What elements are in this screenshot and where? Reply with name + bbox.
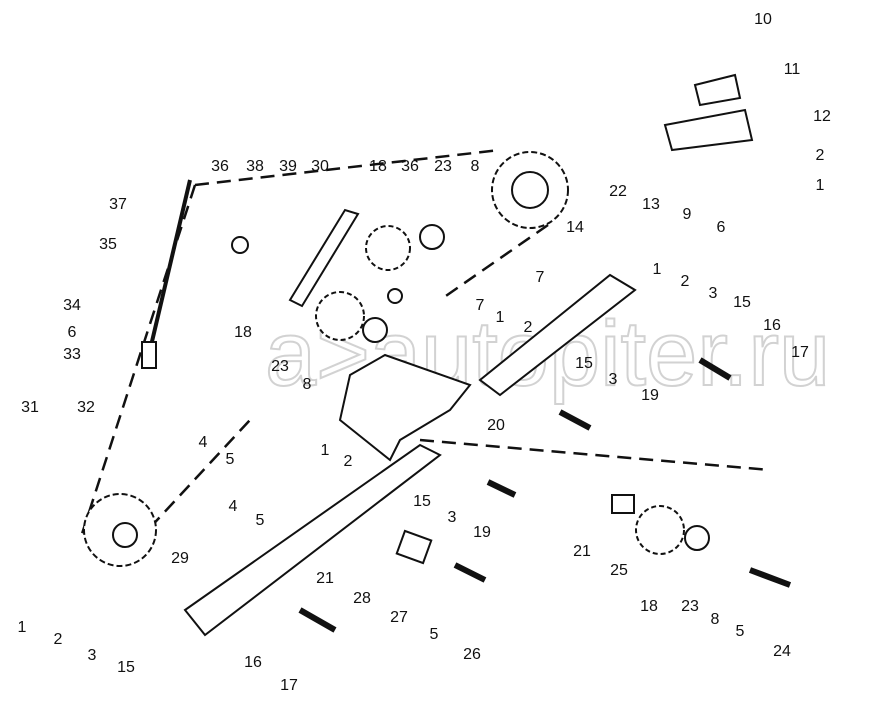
callout-label: 6 [717,219,726,236]
sprocket-18-lower [635,505,685,555]
callout-label: 28 [353,590,371,607]
callout-label: 21 [316,570,334,587]
washer [387,288,403,304]
callout-label: 3 [448,509,457,526]
callout-label: 5 [736,623,745,640]
large-sprocket-hub [511,171,549,209]
callout-label: 3 [709,285,718,302]
callout-label: 8 [471,158,480,175]
bearing [684,525,710,551]
callout-label: 35 [99,236,117,253]
callout-label: 18 [234,324,252,341]
callout-label: 3 [88,647,97,664]
bracket-20 [338,353,472,462]
callout-label: 5 [430,626,439,643]
callout-label: 2 [681,273,690,290]
callout-label: 27 [390,609,408,626]
washer [231,236,249,254]
callout-label: 6 [68,324,77,341]
callout-label: 11 [784,61,801,78]
callout-label: 12 [813,108,831,125]
callout-label: 37 [109,196,127,213]
callout-label: 31 [21,399,39,416]
callout-label: 16 [763,317,781,334]
callout-label: 21 [573,543,591,560]
roller-27 [395,529,433,565]
callout-label: 22 [609,183,627,200]
callout-label: 5 [226,451,235,468]
callout-label: 23 [681,598,699,615]
callout-label: 24 [773,643,791,660]
callout-label: 4 [199,434,208,451]
callout-label: 9 [683,206,692,223]
callout-label: 18 [640,598,658,615]
bushing-25 [611,494,635,514]
callout-label: 2 [816,147,825,164]
callout-label: 7 [536,269,545,286]
callout-label: 36 [211,158,229,175]
callout-label: 14 [566,219,584,236]
callout-label: 30 [311,158,329,175]
bracket-12 [663,108,754,152]
bolt-17 [698,357,732,381]
callout-label: 5 [256,512,265,529]
callout-label: 16 [244,654,262,671]
callout-label: 17 [791,344,809,361]
bearing [419,224,445,250]
callout-label: 23 [271,358,289,375]
tension-rod [148,179,192,351]
callout-label: 2 [524,319,533,336]
callout-label: 15 [733,294,751,311]
callout-label: 38 [246,158,264,175]
sprocket-18-upper [365,225,411,271]
callout-label: 4 [229,498,238,515]
arm-30 [288,208,360,308]
callout-label: 29 [171,550,189,567]
callout-label: 1 [816,177,825,194]
callout-label: 17 [280,677,298,694]
callout-label: 8 [711,611,720,628]
bearing [362,317,388,343]
callout-label: 19 [473,524,491,541]
arm-29 [183,443,442,637]
callout-label: 15 [117,659,135,676]
bolt-19 [558,409,592,431]
lower-sprocket-hub [112,522,138,548]
sprocket-18-middle [315,291,365,341]
callout-label: 20 [487,417,505,434]
callout-label: 15 [575,355,593,372]
callout-label: 1 [321,442,330,459]
callout-label: 10 [754,11,772,28]
callout-label: 19 [641,387,659,404]
callout-label: 2 [54,631,63,648]
bolt-26 [453,562,487,583]
callout-label: 34 [63,297,81,314]
callout-label: 18 [369,158,387,175]
arm-14 [478,273,637,397]
plate-11 [693,73,742,107]
callout-label: 26 [463,646,481,663]
callout-label: 7 [476,297,485,314]
callout-label: 13 [642,196,660,213]
drive-chain [78,148,771,561]
callout-label: 39 [279,158,297,175]
rod-sleeve [141,341,157,369]
callout-label: 15 [413,493,431,510]
callout-label: 2 [344,453,353,470]
callout-label: 25 [610,562,628,579]
callout-label: 1 [18,619,27,636]
callout-label: 8 [303,376,312,393]
callout-label: 32 [77,399,95,416]
callout-label: 23 [434,158,452,175]
callout-label: 1 [653,261,662,278]
callout-label: 36 [401,158,419,175]
callout-label: 1 [496,309,505,326]
callout-label: 33 [63,346,81,363]
bolt-19 [486,479,517,498]
bolt-24 [748,567,792,588]
bolt-17 [298,607,337,633]
callout-label: 3 [609,371,618,388]
